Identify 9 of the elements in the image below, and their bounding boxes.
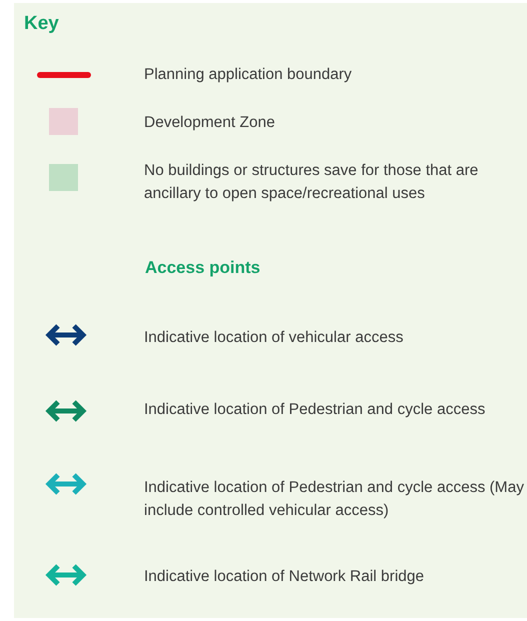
legend-label: Indicative location of Network Rail bridge — [144, 567, 425, 587]
section-heading: Access points — [145, 257, 260, 279]
legend-label: Indicative location of Pedestrian and cycle access — [144, 400, 486, 420]
legend-label: Development Zone — [144, 113, 276, 133]
legend-label: Indicative location of vehicular access — [144, 328, 404, 348]
key-title: Key — [24, 12, 59, 36]
legend-label: Planning application boundary — [144, 65, 353, 85]
legend-label: Indicative location of Pedestrian and cycle access (May include controlled vehicular access) — [144, 478, 524, 521]
legend-label: No buildings or structures save for those that are ancillary to open space/recreational uses — [144, 161, 480, 204]
